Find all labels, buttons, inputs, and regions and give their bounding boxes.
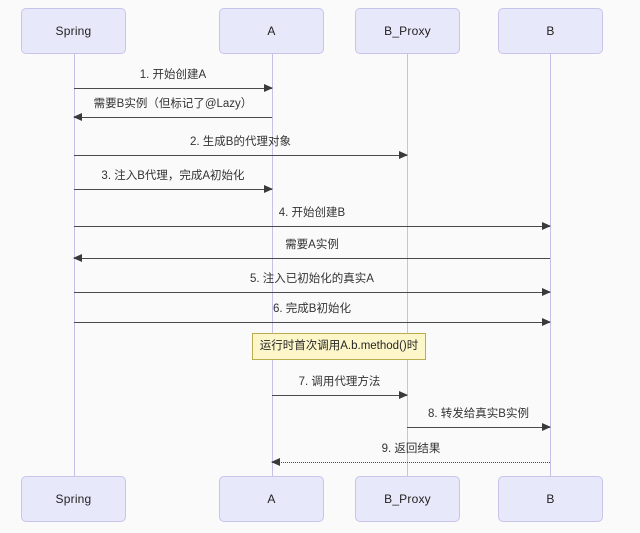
arrowhead-left-icon	[73, 254, 82, 262]
participant-b-proxy-bottom[interactable]: B_Proxy	[355, 476, 460, 522]
message-line	[74, 258, 550, 259]
message-label: 4. 开始创建B	[278, 207, 346, 220]
participant-spring-top[interactable]: Spring	[21, 8, 126, 54]
arrowhead-right-icon	[264, 185, 273, 193]
message-line	[74, 88, 272, 89]
arrowhead-right-icon	[399, 151, 408, 159]
message-line	[407, 427, 550, 428]
arrowhead-right-icon	[264, 84, 273, 92]
message-line	[74, 189, 272, 190]
message-label: 3. 注入B代理，完成A初始化	[101, 170, 245, 183]
arrowhead-right-icon	[542, 222, 551, 230]
lifeline-spring	[74, 51, 75, 476]
message-line	[74, 155, 407, 156]
message-label: 7. 调用代理方法	[298, 376, 381, 389]
participant-label-spring-bottom: Spring	[55, 492, 92, 506]
participant-label-a: A	[267, 24, 276, 38]
participant-label-a-bottom: A	[267, 492, 276, 506]
note-text: 运行时首次调用A.b.method()时	[259, 339, 419, 352]
arrowhead-right-icon	[399, 391, 408, 399]
arrowhead-left-icon	[73, 113, 82, 121]
message-line	[272, 395, 407, 396]
arrowhead-right-icon	[542, 288, 551, 296]
message-label: 9. 返回结果	[381, 443, 441, 456]
arrowhead-left-icon	[271, 458, 280, 466]
message-label: 2. 生成B的代理对象	[190, 136, 291, 149]
message-line	[272, 462, 550, 463]
message-label: 5. 注入已初始化的真实A	[250, 273, 374, 286]
message-label: 需要A实例	[285, 239, 339, 252]
participant-b-bottom[interactable]: B	[498, 476, 603, 522]
arrowhead-right-icon	[542, 423, 551, 431]
message-line	[74, 226, 550, 227]
participant-label-spring: Spring	[55, 24, 92, 38]
participant-b-top[interactable]: B	[498, 8, 603, 54]
participant-label-b-proxy-bottom: B_Proxy	[384, 492, 431, 506]
participant-label-b-bottom: B	[546, 492, 555, 506]
participant-spring-bottom[interactable]: Spring	[21, 476, 126, 522]
participant-a-top[interactable]: A	[219, 8, 324, 54]
message-label: 1. 开始创建A	[139, 69, 207, 82]
message-label: 需要B实例（但标记了@Lazy）	[93, 98, 253, 111]
participant-b-proxy-top[interactable]: B_Proxy	[355, 8, 460, 54]
message-line	[74, 117, 272, 118]
lifeline-a	[272, 51, 273, 476]
message-line	[74, 322, 550, 323]
message-label: 6. 完成B初始化	[273, 303, 351, 316]
participant-label-b-proxy: B_Proxy	[384, 24, 431, 38]
arrowhead-right-icon	[542, 318, 551, 326]
message-line	[74, 292, 550, 293]
participant-a-bottom[interactable]: A	[219, 476, 324, 522]
message-label: 8. 转发给真实B实例	[428, 408, 529, 421]
note-runtime-first-call: 运行时首次调用A.b.method()时	[252, 333, 426, 360]
participant-label-b: B	[546, 24, 555, 38]
lifeline-b-proxy	[407, 51, 408, 476]
lifeline-b	[550, 51, 551, 476]
